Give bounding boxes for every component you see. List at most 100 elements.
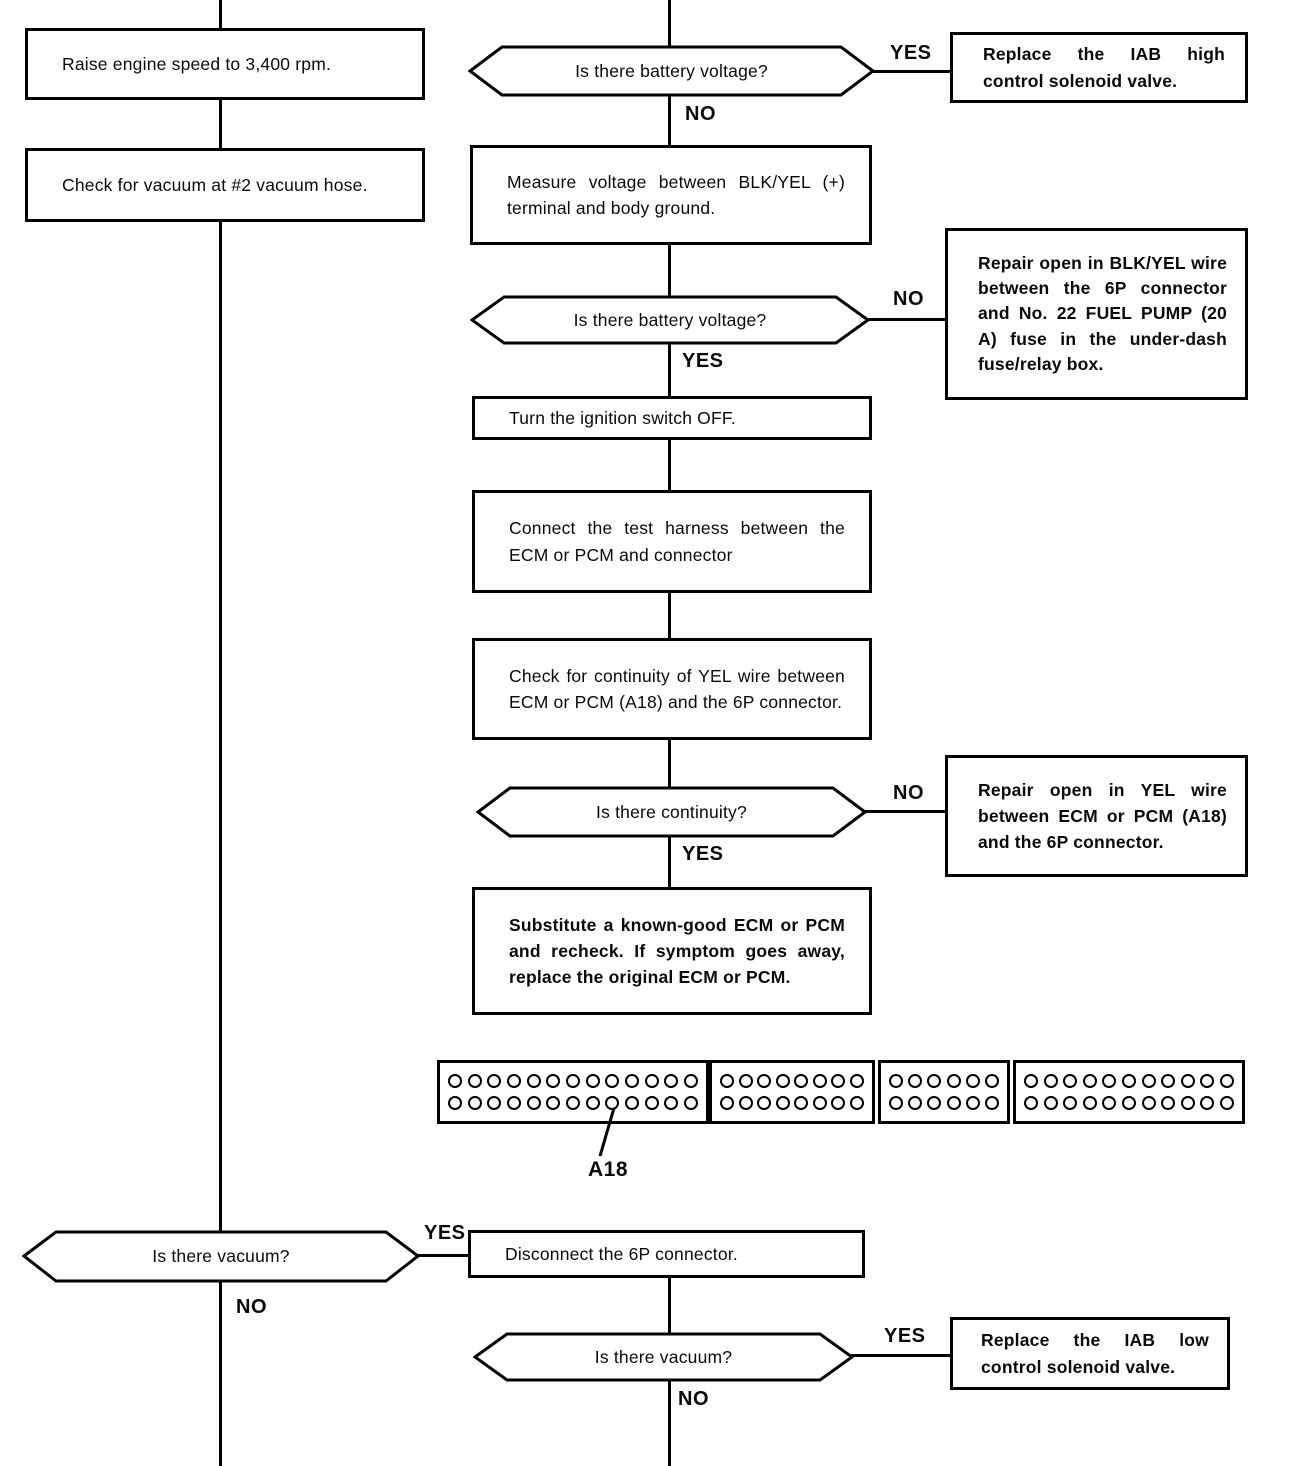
connector-pin [565,1096,580,1110]
label-yes: YES [682,843,724,865]
connector-pin [757,1096,772,1110]
result-text: Substitute a known-good ECM or PCM and r… [509,914,845,988]
connector-pin-row [889,1074,999,1088]
connector-pin [1082,1096,1097,1110]
flow-line [219,220,222,1233]
hexagon-shape [22,1230,420,1283]
decision-vacuum-2: Is there vacuum? [473,1332,854,1382]
connector-pin [965,1074,980,1088]
connector-pin [1121,1074,1136,1088]
branch-line-yes [872,70,950,73]
connector-pin [1141,1074,1156,1088]
ecm-connector-section-d [1013,1060,1245,1124]
flow-line [668,591,671,640]
connector-pin [683,1074,698,1088]
connector-pin [1024,1074,1038,1088]
step-measure-voltage: Measure voltage between BLK/YEL (+) term… [470,145,872,245]
decision-continuity: Is there continuity? [476,786,867,838]
decision-battery-voltage-2: Is there battery voltage? [470,295,870,345]
connector-pin [1161,1074,1176,1088]
connector-pin [1141,1096,1156,1110]
connector-pin [487,1096,502,1110]
connector-pin [644,1096,659,1110]
ecm-connector-section-b [709,1060,875,1124]
connector-pin-row [889,1096,999,1110]
connector-pin [738,1074,753,1088]
connector-pin [1102,1074,1117,1088]
connector-pin [775,1074,790,1088]
branch-line-no [864,810,945,813]
label-yes: YES [890,42,932,64]
branch-line-no [867,318,945,321]
decision-text: Is there vacuum? [594,1346,733,1367]
ecm-connector-section-a [437,1060,709,1124]
step-text: Check for continuity of YEL wire between… [509,665,845,712]
step-check-continuity: Check for continuity of YEL wire between… [472,638,872,740]
connector-pin [965,1096,980,1110]
result-text: Repair open in BLK/YEL wire between the … [978,252,1227,375]
connector-pin-row [1024,1096,1234,1110]
connector-pin [831,1074,846,1088]
flow-line [668,95,671,147]
label-yes: YES [682,350,724,372]
connector-pin [644,1074,659,1088]
connector-pin [487,1074,502,1088]
step-text: Turn the ignition switch OFF. [509,407,736,428]
connector-pin [448,1074,462,1088]
flow-line [219,1281,222,1466]
flow-line [668,738,671,788]
connector-pin [546,1096,561,1110]
connector-pin [585,1074,600,1088]
connector-pin [720,1074,734,1088]
connector-pin [664,1074,679,1088]
connector-pin [720,1096,734,1110]
connector-pin [585,1096,600,1110]
connector-pin-row [720,1096,864,1110]
step-text: Raise engine speed to 3,400 rpm. [62,53,332,74]
connector-pin [738,1096,753,1110]
connector-pin [1082,1074,1097,1088]
label-yes: YES [884,1325,926,1347]
hexagon-shape [468,45,875,97]
connector-pin [984,1074,999,1088]
a18-pointer-line [598,1107,616,1157]
step-text: Disconnect the 6P connector. [505,1243,738,1264]
hexagon-shape [470,295,870,345]
connector-pin [664,1096,679,1110]
connector-pin [775,1096,790,1110]
flow-line [668,243,671,297]
decision-vacuum-1: Is there vacuum? [22,1230,420,1283]
connector-pin [565,1074,580,1088]
connector-pin [831,1096,846,1110]
decision-text: Is there vacuum? [152,1246,290,1266]
connector-pin [1024,1096,1038,1110]
decision-text: Is there battery voltage? [573,309,767,330]
connector-pin [1219,1074,1234,1088]
connector-pin [1200,1074,1215,1088]
ecm-connector-section-c [878,1060,1010,1124]
connector-pin [1121,1096,1136,1110]
branch-line-yes [417,1254,470,1257]
connector-pin [624,1096,639,1110]
connector-pin [757,1074,772,1088]
decision-battery-voltage-1: Is there battery voltage? [468,45,875,97]
connector-pin [889,1096,903,1110]
step-check-vacuum-hose: Check for vacuum at #2 vacuum hose. [25,148,425,222]
connector-pin [506,1074,521,1088]
connector-pin-row [720,1074,864,1088]
step-connect-test-harness: Connect the test harness between the ECM… [472,490,872,593]
connector-pin [624,1074,639,1088]
flow-line [668,836,671,889]
flow-line [219,0,222,30]
label-no: NO [236,1296,267,1318]
result-repair-blk-yel: Repair open in BLK/YEL wire between the … [945,228,1248,400]
connector-pin [908,1096,923,1110]
connector-pin [1063,1096,1078,1110]
connector-pin [849,1096,864,1110]
connector-pin [946,1074,961,1088]
flow-line [668,343,671,398]
connector-pin-row [1024,1074,1234,1088]
connector-pin [812,1074,827,1088]
step-raise-engine-speed: Raise engine speed to 3,400 rpm. [25,28,425,100]
connector-pin [605,1074,620,1088]
